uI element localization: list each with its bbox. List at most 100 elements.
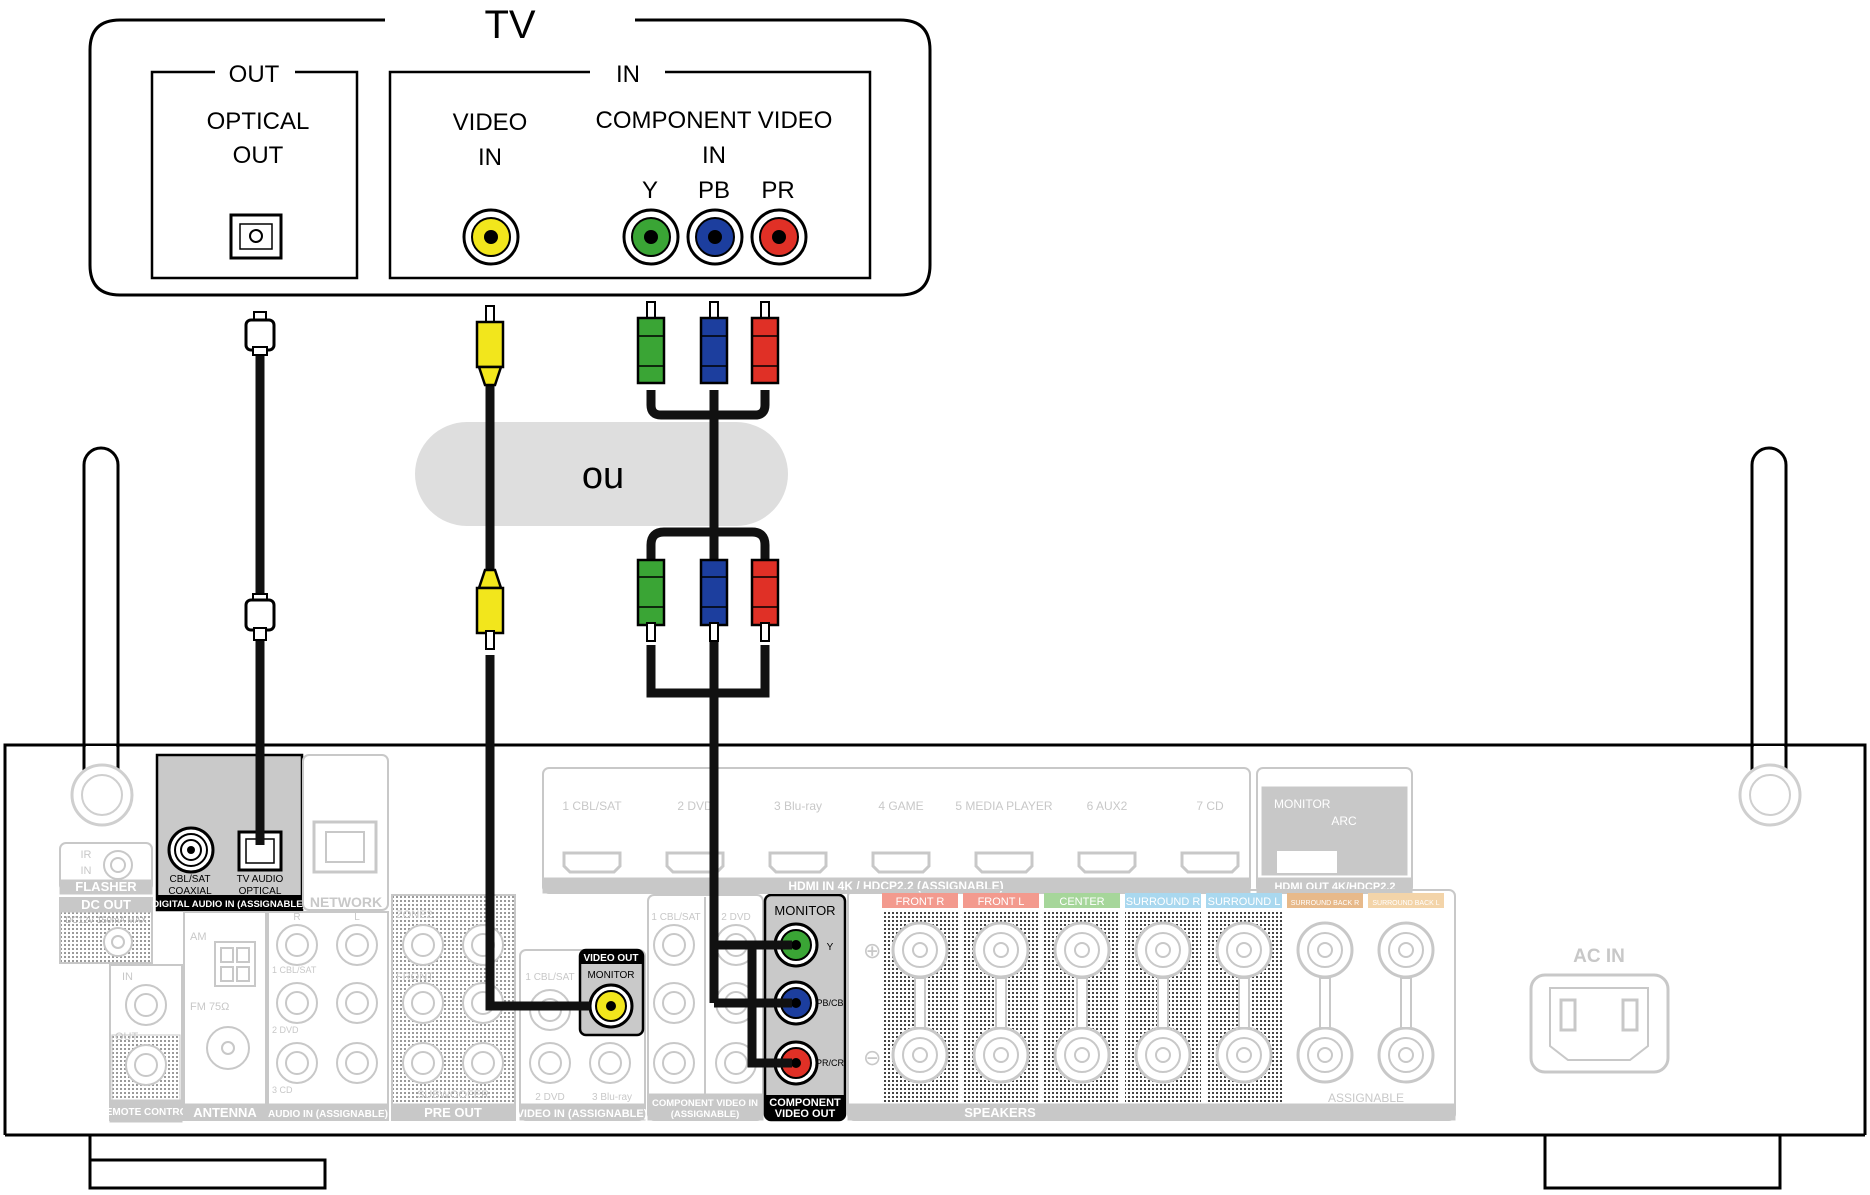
speaker-channel-tag-5 — [1206, 893, 1282, 908]
comp-in-source-1: 1 CBL/SAT — [651, 912, 700, 923]
ir-in-label: IN — [81, 865, 92, 877]
speaker-terminal-4-negative — [1134, 1026, 1192, 1084]
tv-component-pr-jack — [750, 208, 808, 266]
speaker-terminal-ring-1-2 — [902, 1037, 938, 1073]
ac-in-label: AC IN — [1573, 946, 1625, 967]
speaker-terminal-bridge-1 — [914, 977, 926, 1029]
subwoofer-label: SUBWOOFER — [417, 1089, 489, 1101]
tv-optical-jack — [229, 213, 283, 260]
speaker-terminal-5-negative — [1215, 1026, 1273, 1084]
speaker-channel-label-1: FRONT R — [896, 896, 945, 908]
speaker-terminal-ring-4-1 — [1145, 932, 1181, 968]
optical-label: OPTICAL — [239, 886, 282, 897]
tv-panel: TV OUT OPTICAL OUT IN VIDEO IN COMPONENT… — [88, 3, 932, 297]
network-label: NETWORK — [310, 894, 382, 910]
component-plug-y-top — [636, 301, 666, 385]
speaker-terminal-ring-6-2 — [1307, 1037, 1343, 1073]
tv-optical-label-2: OUT — [233, 142, 284, 169]
speaker-terminal-4-positive — [1134, 921, 1192, 979]
pre-out-label: PRE OUT — [424, 1105, 482, 1120]
hdmi-input-label-2: 2 DVD — [677, 799, 713, 813]
pre-out-front-label: FRONT — [396, 971, 434, 983]
hdmi-port-7 — [1180, 851, 1240, 874]
speaker-terminal-3-positive — [1053, 921, 1111, 979]
speaker-terminal-hole-7-1 — [1398, 942, 1414, 958]
svg-text:⊕: ⊕ — [863, 938, 881, 963]
tv-y-label: Y — [642, 177, 658, 204]
tv-pb-label: PB — [698, 177, 730, 204]
speakers-label: SPEAKERS — [964, 1105, 1036, 1120]
comp-pr-label: PR/CR — [816, 1058, 845, 1068]
tv-component-label-2: IN — [702, 142, 726, 169]
tv-component-pb-jack — [686, 208, 744, 266]
speaker-terminal-6-negative — [1296, 1026, 1354, 1084]
speaker-channel-label-6: SURROUND BACK R — [1291, 900, 1359, 907]
speaker-terminal-1-positive — [891, 921, 949, 979]
video-in-source-1: 1 CBL/SAT — [525, 972, 574, 983]
hdmi-input-label-6: 6 AUX2 — [1087, 799, 1128, 813]
component-plug-pb-top — [699, 301, 729, 385]
digital-audio-panel — [155, 753, 304, 912]
video-monitor-label: MONITOR — [587, 970, 634, 981]
speaker-channel-label-3: CENTER — [1059, 896, 1104, 908]
hdmi-monitor-label: MONITOR — [1274, 797, 1331, 811]
component-video-cable — [636, 301, 792, 1068]
fm-label: FM 75Ω — [190, 1001, 229, 1013]
or-label: ou — [582, 455, 624, 497]
hdmi-out-label: HDMI OUT 4K/HDCP2.2 — [1274, 881, 1395, 893]
speaker-terminal-bridge-6 — [1319, 977, 1331, 1029]
audio-source-3: 3 CD — [272, 1085, 293, 1095]
antenna-label: ANTENNA — [193, 1105, 257, 1120]
video-in-source-3: 3 Blu-ray — [592, 1092, 632, 1103]
optical-source-label: TV AUDIO — [237, 874, 284, 885]
tv-title: TV — [484, 3, 535, 47]
hdmi-port-3 — [768, 851, 828, 874]
speaker-channel-label-4: SURROUND R — [1126, 896, 1201, 908]
comp-out-label: COMPONENT — [769, 1097, 841, 1109]
speaker-channel-tag-7 — [1368, 893, 1444, 908]
speaker-channel-label-7: SURROUND BACK L — [1372, 900, 1439, 907]
comp-in-source-2: 2 DVD — [721, 912, 750, 923]
comp-in-label: COMPONENT VIDEO IN — [652, 1098, 758, 1109]
ac-in-socket — [1529, 973, 1670, 1074]
speaker-terminal-hole-4-2 — [1155, 1047, 1171, 1063]
svg-text:⊖: ⊖ — [863, 1045, 881, 1070]
hdmi-input-label-3: 3 Blu-ray — [774, 799, 822, 813]
speaker-terminal-hole-7-2 — [1398, 1047, 1414, 1063]
speaker-terminal-ring-5-2 — [1226, 1037, 1262, 1073]
speaker-terminal-hole-1-1 — [912, 942, 928, 958]
speaker-terminal-ring-2-1 — [983, 932, 1019, 968]
video-out-monitor-panel — [578, 948, 645, 1037]
comp-y-label: Y — [827, 942, 834, 953]
coaxial-source-label: CBL/SAT — [170, 874, 211, 885]
speaker-terminal-ring-4-2 — [1145, 1037, 1181, 1073]
video-in-label: VIDEO IN (ASSIGNABLE) — [517, 1108, 648, 1120]
video-in-source-2: 2 DVD — [535, 1092, 564, 1103]
hdmi-out-section — [1256, 767, 1413, 894]
dc-out-label: DC OUT — [81, 897, 131, 912]
am-label: AM — [190, 931, 207, 943]
remote-control-section — [109, 964, 183, 1123]
speaker-channel-tag-6 — [1287, 893, 1363, 908]
ir-label: IR — [81, 849, 92, 861]
hdmi-arc-label: ARC — [1331, 814, 1357, 828]
hdmi-port-1 — [562, 851, 622, 874]
speaker-terminal-ring-7-2 — [1388, 1037, 1424, 1073]
remote-out-label: OUT — [115, 1031, 139, 1043]
tv-video-in-label-2: IN — [478, 144, 502, 171]
flasher-section — [59, 842, 153, 964]
speaker-terminal-hole-2-1 — [993, 942, 1009, 958]
tv-video-in-label: VIDEO — [453, 109, 528, 136]
audio-in-section — [267, 911, 389, 1121]
speaker-terminal-bridge-3 — [1076, 977, 1088, 1029]
speaker-terminal-bridge-5 — [1238, 977, 1250, 1029]
hdmi-input-label-7: 7 CD — [1196, 799, 1224, 813]
or-bubble: ou — [415, 422, 788, 526]
receiver-comp-y-jack — [773, 922, 819, 968]
speaker-terminal-hole-6-2 — [1317, 1047, 1333, 1063]
speakers-section: ⊕ ⊖ — [847, 889, 1456, 1121]
speaker-terminal-bridge-4 — [1157, 977, 1169, 1029]
audio-l-label: L — [354, 912, 360, 923]
remote-control-label: REMOTE CONTROL — [99, 1107, 194, 1118]
